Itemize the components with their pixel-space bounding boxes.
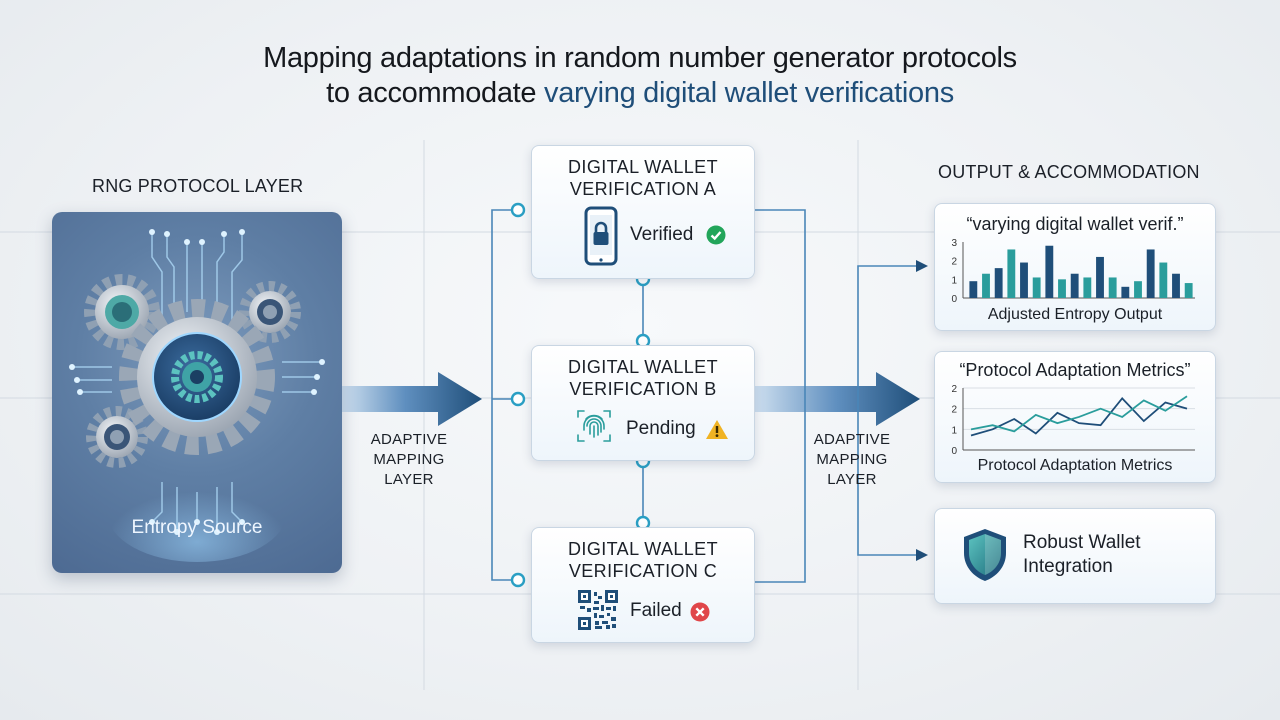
adjusted-entropy-card: “varying digital wallet verif.” 0 1 2 3 Adj… <box>934 203 1216 331</box>
bar-mark <box>1070 273 1079 298</box>
bar-mark <box>1134 281 1142 298</box>
bar-y-tick-label: 1 <box>951 275 957 286</box>
bar-mark <box>1020 262 1028 298</box>
bar-mark <box>982 273 990 298</box>
gears-circuit-icon <box>69 229 325 562</box>
bar-mark <box>1184 283 1193 298</box>
shield-icon <box>964 529 1006 581</box>
adjusted-entropy-bar-chart: 0 1 2 3 <box>951 238 1195 304</box>
bar-mark <box>1058 279 1066 298</box>
adjusted-entropy-caption: Adjusted Entropy Output <box>987 306 1163 323</box>
wallet-a-status: Verified <box>630 224 694 245</box>
bar-mark <box>969 281 978 298</box>
diagram-title-line2: to accommodate varying digital wallet ve… <box>0 77 1280 110</box>
mapping-right-line1: ADAPTIVE <box>813 431 891 448</box>
bar-mark <box>1172 273 1180 298</box>
title-prefix: to accommodate <box>326 77 545 109</box>
mapping-left-line3: LAYER <box>384 471 434 488</box>
wallet-b-title-line2: VERIFICATION B <box>569 379 717 399</box>
adjusted-entropy-heading: “varying digital wallet verif.” <box>966 214 1184 234</box>
protocol-metrics-card: “Protocol Adaptation Metrics” 0 1 2 2 Proto… <box>934 351 1216 483</box>
bar-mark <box>994 268 1003 298</box>
bar-y-tick-label: 2 <box>951 257 957 268</box>
mapping-left-line1: ADAPTIVE <box>370 431 448 448</box>
robust-integration-label: Robust Wallet Integration <box>1023 531 1141 579</box>
line-series-2 <box>970 395 1188 433</box>
bar-mark <box>1045 245 1054 298</box>
warning-triangle-icon <box>706 420 728 439</box>
robust-integration-card: Robust Wallet Integration <box>934 508 1216 604</box>
bar-mark <box>1146 249 1155 298</box>
robust-line2: Integration <box>1023 556 1113 577</box>
wallet-b-status: Pending <box>626 418 696 439</box>
mapping-right-line2: MAPPING <box>816 451 888 468</box>
wallet-c-title-line1: DIGITAL WALLET <box>568 539 718 559</box>
protocol-metrics-caption: Protocol Adaptation Metrics <box>977 457 1173 474</box>
entropy-source-label: Entropy Source <box>131 517 263 538</box>
padlock-phone-icon <box>584 206 618 266</box>
output-header: OUTPUT & ACCOMMODATION <box>938 162 1200 182</box>
bar-mark <box>1007 249 1016 298</box>
bar-mark <box>1108 277 1117 298</box>
qr-code-icon <box>578 590 618 630</box>
bar-mark <box>1121 286 1130 298</box>
bar-y-tick-label: 0 <box>951 294 957 304</box>
robust-line1: Robust Wallet <box>1023 532 1141 553</box>
line-y-tick-label: 1 <box>951 425 957 436</box>
bar-mark <box>1032 277 1041 298</box>
line-y-tick-label: 2 <box>951 405 957 416</box>
protocol-metrics-heading: “Protocol Adaptation Metrics” <box>959 360 1191 380</box>
mapping-layer-label-right: ADAPTIVE MAPPING LAYER <box>797 430 907 490</box>
line-y-tick-label: 2 <box>951 384 957 395</box>
bar-mark <box>1083 277 1092 298</box>
bar-mark <box>1159 262 1168 298</box>
line-series-1 <box>970 396 1188 437</box>
diagram-title-line1: Mapping adaptations in random number gen… <box>263 42 1017 74</box>
bar-y-tick-label: 3 <box>951 238 957 249</box>
rng-header: RNG PROTOCOL LAYER <box>92 176 304 196</box>
wallet-c-status: Failed <box>630 600 682 621</box>
big-arrow-left <box>342 372 482 426</box>
mapping-right-line3: LAYER <box>827 471 877 488</box>
wallet-a-title-line1: DIGITAL WALLET <box>568 157 718 177</box>
protocol-metrics-line-chart: 0 1 2 2 <box>951 384 1195 456</box>
wallet-card-b[interactable]: DIGITAL WALLET VERIFICATION B Pending <box>531 345 755 461</box>
wallet-c-title-line2: VERIFICATION C <box>568 561 718 581</box>
x-circle-icon <box>690 602 710 622</box>
big-arrow-right <box>754 372 920 426</box>
fingerprint-icon <box>577 410 611 442</box>
mapping-left-line2: MAPPING <box>373 451 445 468</box>
bar-mark <box>1096 256 1104 298</box>
mapping-layer-label-left: ADAPTIVE MAPPING LAYER <box>354 430 464 490</box>
title-highlight: varying digital wallet verifications <box>544 77 954 109</box>
wallet-b-title-line1: DIGITAL WALLET <box>568 357 718 377</box>
wallet-card-c[interactable]: DIGITAL WALLET VERIFICATION C Failed <box>531 527 755 643</box>
entropy-source-panel: Entropy Source <box>52 212 342 573</box>
wallet-a-title-line2: VERIFICATION A <box>569 179 717 199</box>
check-circle-icon <box>706 225 726 245</box>
wallet-card-a[interactable]: DIGITAL WALLET VERIFICATION A Verified <box>531 145 755 279</box>
line-y-tick-label: 0 <box>951 446 957 456</box>
